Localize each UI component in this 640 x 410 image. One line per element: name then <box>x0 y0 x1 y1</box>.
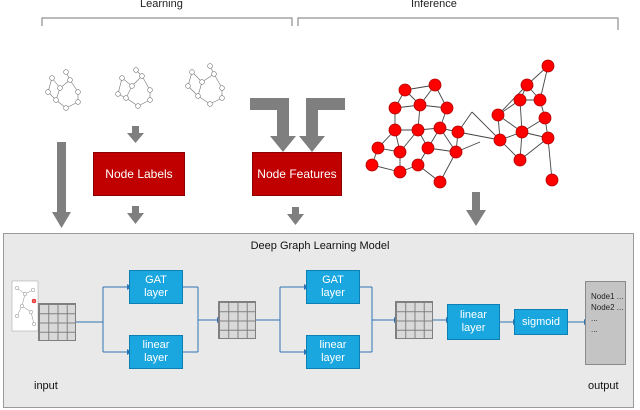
learning-label: Learning <box>140 0 183 10</box>
node-labels-box: Node Labels <box>93 152 185 196</box>
arrow-bent-right <box>299 98 345 152</box>
output-line-1: Node1 ... <box>591 292 624 301</box>
output-line-2: Node2 ... <box>591 303 624 312</box>
inference-label: Inference <box>411 0 457 10</box>
linear-layer-1: linear layer <box>129 335 183 369</box>
inference-brace <box>297 17 619 30</box>
arrow-input-down <box>52 142 71 228</box>
linear-layer-1-line2: layer <box>144 352 168 364</box>
arrow-node-labels-down <box>127 206 144 224</box>
inference-graph <box>365 59 559 189</box>
top-arrows <box>52 98 486 228</box>
output-line-3: ... <box>591 314 598 323</box>
output-label: output <box>588 380 619 392</box>
linear-layer-2-line1: linear <box>319 339 347 351</box>
linear-layer-1-line1: linear <box>142 339 170 351</box>
output-line-4: ... <box>591 325 598 334</box>
linear-layer-2: linear layer <box>306 335 360 369</box>
gat-layer-1: GAT layer <box>129 270 183 304</box>
gat-layer-1-line2: layer <box>144 287 168 299</box>
arrow-node-features-down <box>287 207 304 225</box>
input-feature-matrix <box>38 303 76 341</box>
sample-graph-1 <box>45 69 81 111</box>
model-title: Deep Graph Learning Model <box>250 240 390 252</box>
output-box: Node1 ... Node2 ... ... ... <box>585 281 626 365</box>
sample-graph-3 <box>185 63 225 107</box>
sigmoid-box: sigmoid <box>514 309 568 335</box>
linear-layer-3: linear layer <box>447 304 500 340</box>
arrow-inference-down <box>466 192 486 226</box>
gat-layer-2-line2: layer <box>321 287 345 299</box>
linear-layer-3-line1: linear <box>460 309 487 321</box>
arrow-to-node-labels <box>127 126 144 143</box>
input-label: input <box>34 380 58 392</box>
arrow-bent-left <box>250 98 296 152</box>
hidden-matrix-2 <box>395 301 433 339</box>
input-graph-thumbnail <box>11 280 39 332</box>
linear-layer-2-line2: layer <box>321 352 345 364</box>
linear-layer-3-line2: layer <box>461 322 486 334</box>
gat-layer-2-line1: GAT <box>322 274 344 286</box>
sample-graph-2 <box>115 67 153 109</box>
learning-brace <box>41 17 293 26</box>
hidden-matrix-1 <box>218 301 256 339</box>
node-features-box: Node Features <box>252 152 342 196</box>
gat-layer-1-line1: GAT <box>145 274 167 286</box>
gat-layer-2: GAT layer <box>306 270 360 304</box>
